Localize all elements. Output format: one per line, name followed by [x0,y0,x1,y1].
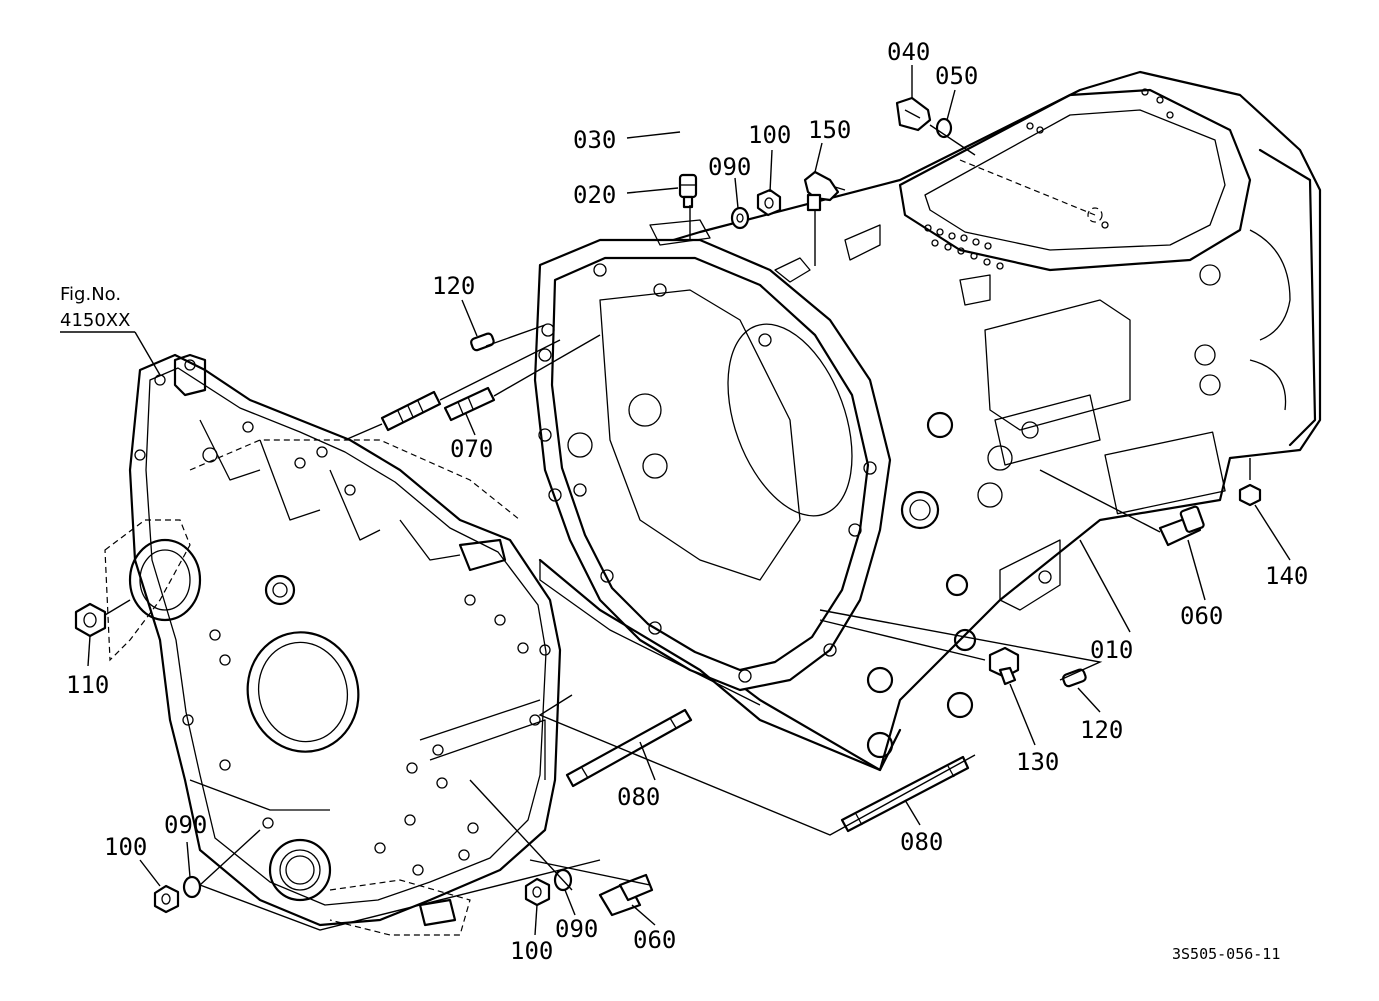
part-070-stud-upper [380,390,442,432]
callout-030: 030 [573,126,616,154]
callout-120-right: 120 [1080,716,1123,744]
callout-100-top: 100 [748,121,791,149]
callout-050: 050 [935,62,978,90]
callout-060-right: 060 [1180,602,1223,630]
part-020-fitting [678,173,698,209]
front-gear-case-cover [104,353,562,936]
part-110-flange-nut [74,602,107,638]
part-060-bolt-right [1158,505,1205,547]
part-130-drain-plug [988,646,1020,686]
part-060-bolt-bottom [598,873,654,917]
part-090-washer-top [730,206,750,230]
callout-090-left: 090 [164,811,207,839]
callout-090-top: 090 [708,153,751,181]
top-flange-holes [924,88,1174,270]
part-040-plug [895,96,932,132]
callout-130: 130 [1016,748,1059,776]
part-100-nut-left [153,884,180,914]
part-070-stud-lower [443,386,496,422]
part-050-o-ring [935,117,953,139]
callout-080-mid: 080 [617,783,660,811]
part-100-nut-top [756,188,782,217]
callout-090-bottom: 090 [555,915,598,943]
callout-040: 040 [887,38,930,66]
callout-100-bottom: 100 [510,937,553,965]
callout-060-bottom: 060 [633,926,676,954]
part-120-pin-top [470,332,495,352]
callout-leaders [60,65,1291,936]
callout-120-top: 120 [432,272,475,300]
assembly-lines [104,124,1251,931]
callout-140: 140 [1265,562,1308,590]
callout-010: 010 [1090,636,1133,664]
callout-100-left: 100 [104,833,147,861]
callout-080-low: 080 [900,828,943,856]
part-030-pipe [679,93,727,162]
figure-ref-line2: 4150XX [60,310,130,331]
part-150-elbow-fitting [803,170,846,212]
transmission-case [533,70,1322,772]
part-080-stud-upper [565,708,693,788]
callout-labels: Fig.No. 4150XX 030 020 090 100 150 040 0… [60,38,1308,965]
part-120-pin-right [1062,668,1087,688]
callout-020: 020 [573,181,616,209]
drawing-code: 3S505-056-11 [1172,945,1280,963]
callout-070: 070 [450,435,493,463]
part-100-nut-bottom [524,877,551,907]
part-140-plug [1238,483,1262,507]
figure-ref-line1: Fig.No. [60,284,121,305]
part-090-washer-left [182,875,202,899]
callout-110: 110 [66,671,109,699]
callout-150: 150 [808,116,851,144]
